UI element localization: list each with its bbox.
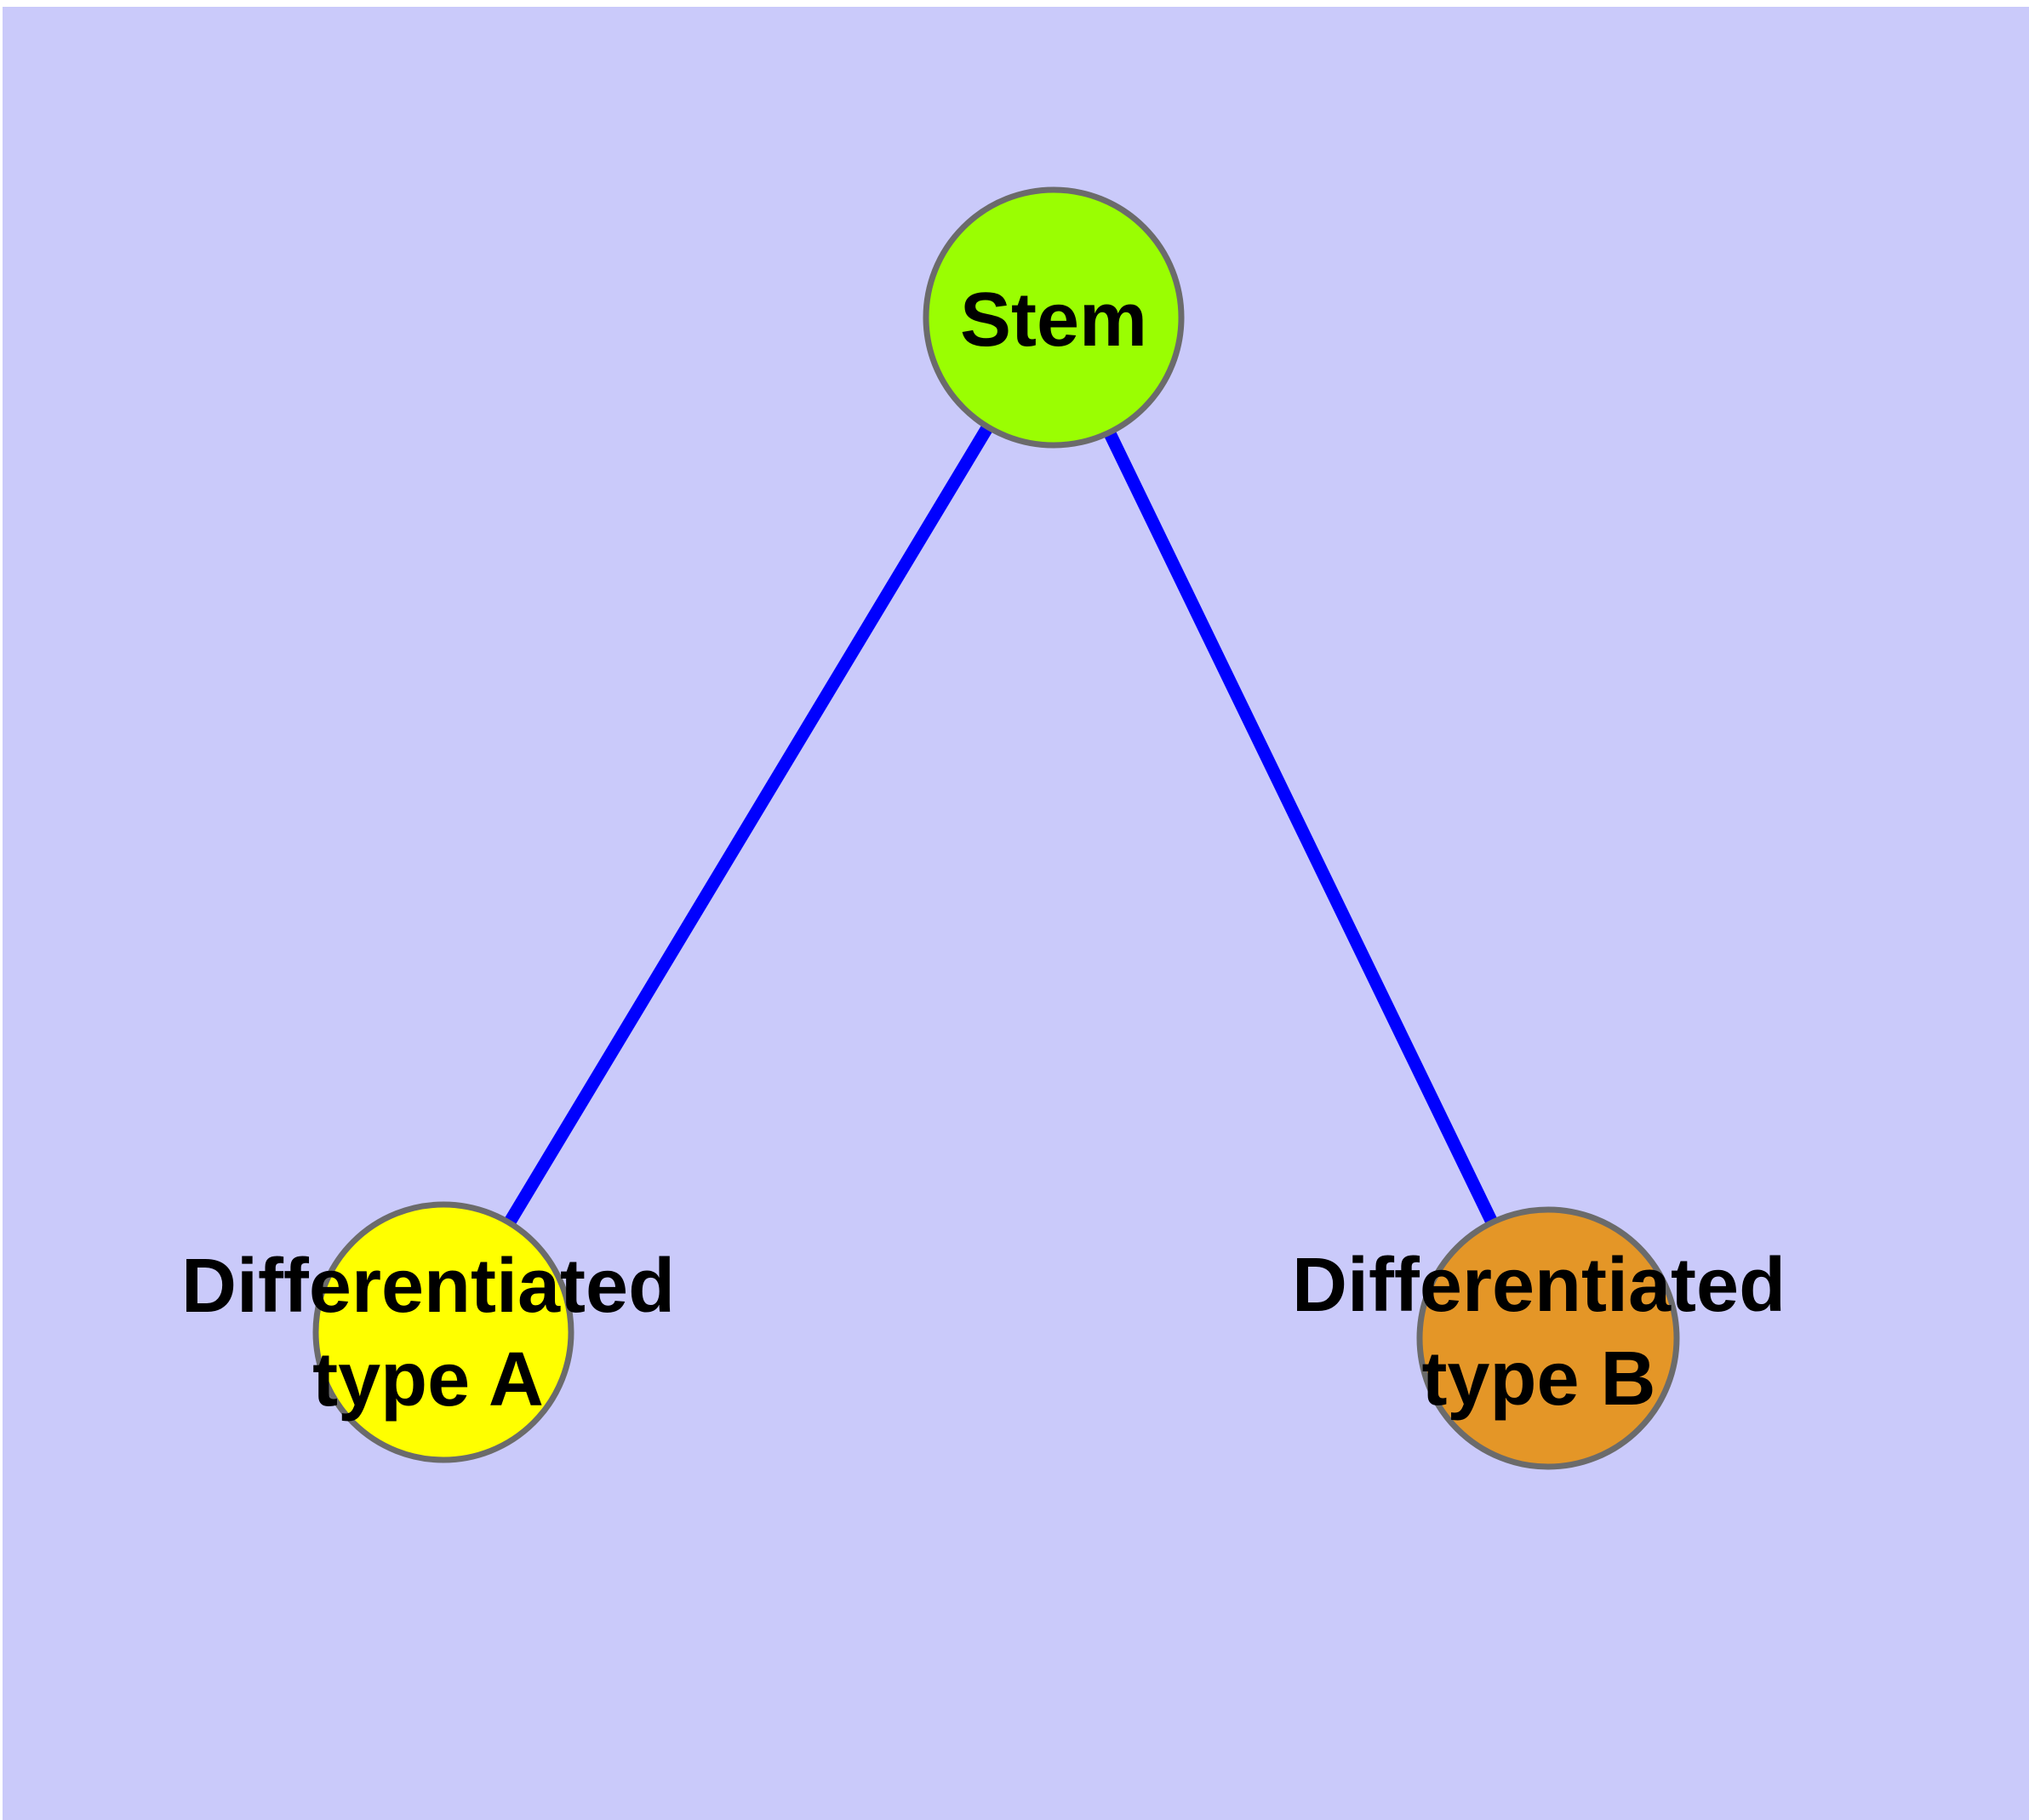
node-label-type-a-line-2: type A — [312, 1337, 544, 1422]
edge-stem-to-type-b — [1048, 314, 1554, 1342]
node-label-differentiated-type-b: Differentiated type B — [1292, 1239, 1786, 1426]
node-circle-differentiated-type-b — [1416, 1206, 1680, 1470]
node-label-stem: Stem — [960, 273, 1147, 367]
edge-stem-to-type-a — [437, 314, 1060, 1336]
node-label-differentiated-type-a: Differentiated type A — [181, 1239, 675, 1427]
node-label-type-b-line-2: type B — [1421, 1336, 1656, 1422]
node-circle-stem — [923, 186, 1185, 449]
node-label-stem-line-1: Stem — [959, 278, 1148, 363]
node-label-type-a-line-1: Differentiated — [180, 1244, 676, 1329]
node-label-type-b-line-1: Differentiated — [1291, 1243, 1786, 1328]
node-circle-differentiated-type-a — [312, 1201, 574, 1463]
